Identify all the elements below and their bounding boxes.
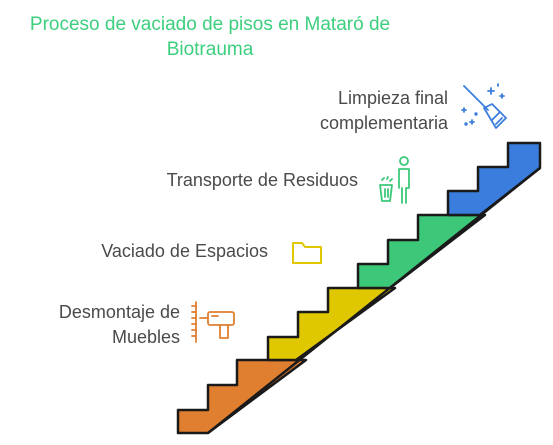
diagram-title: Proceso de vaciado de pisos en Mataró de… <box>29 14 391 60</box>
step-label-desmontaje: Desmontaje de Muebles <box>58 302 180 347</box>
step-label-vaciado: Vaciado de Espacios <box>101 241 268 261</box>
step-label-limpieza: Limpieza final complementaria <box>319 88 448 133</box>
broom-sparkle-icon <box>461 83 507 129</box>
step-label-transporte: Transporte de Residuos <box>166 170 358 190</box>
person-trash-icon <box>379 156 410 204</box>
folder-icon <box>292 242 322 264</box>
drill-icon <box>191 301 235 343</box>
